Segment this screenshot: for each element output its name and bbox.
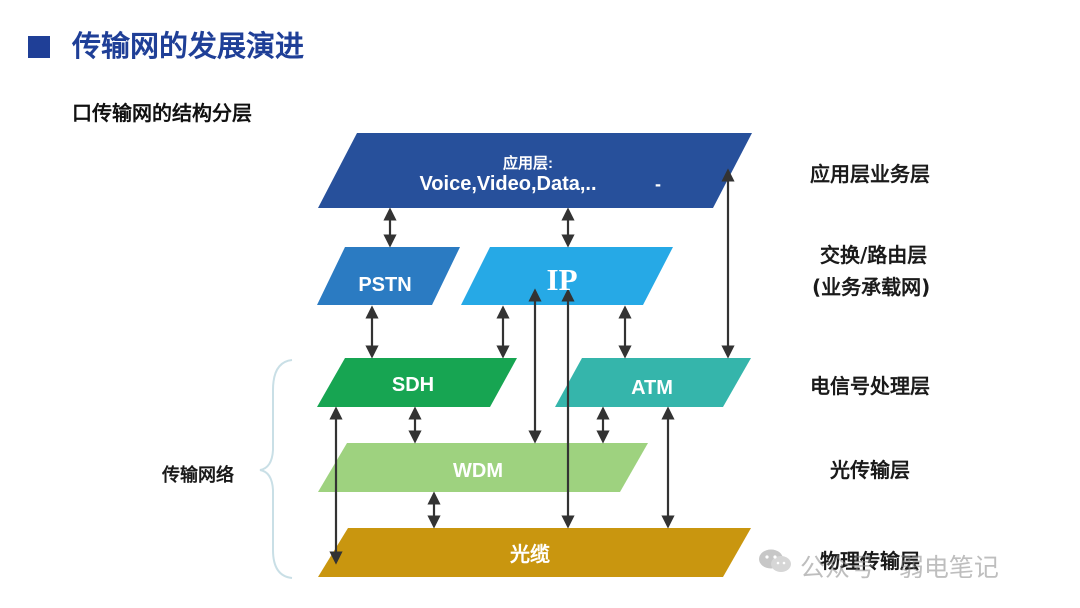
wechat-icon — [759, 549, 791, 572]
sdh-label: SDH — [392, 374, 434, 396]
title-square-icon — [28, 36, 50, 58]
transport-network-label: 传输网络 — [162, 465, 234, 486]
cable-label: 光缆 — [509, 542, 550, 566]
application-layer-mark: - — [655, 174, 661, 194]
pstn-label: PSTN — [358, 274, 411, 296]
layer-label-switching: 交换/路由层 — [820, 243, 928, 267]
application-layer-box — [318, 133, 752, 208]
transport-network-bracket — [259, 359, 293, 579]
pstn-box — [317, 247, 460, 305]
ip-label: IP — [547, 262, 578, 297]
layer-label-signal: 电信号处理层 — [810, 374, 930, 398]
application-layer-services: Voice,Video,Data,.. — [419, 173, 596, 195]
page-title: 传输网的发展演进 — [72, 29, 305, 63]
layer-label-optical: 光传输层 — [830, 458, 910, 482]
cable-box — [318, 528, 751, 577]
layer-label-switching-sub: (业务承载网) — [812, 275, 931, 299]
layer-label-application: 应用层业务层 — [810, 162, 930, 186]
watermark-text: 公众号 · 弱电笔记 — [800, 553, 999, 582]
sdh-box — [317, 358, 517, 407]
ip-box — [461, 247, 673, 305]
atm-box — [555, 358, 751, 407]
layer-label-physical: 物理传输层 — [820, 549, 920, 573]
section-subtitle: 口传输网的结构分层 — [72, 101, 252, 125]
atm-label: ATM — [631, 377, 673, 399]
wdm-label: WDM — [453, 460, 503, 482]
application-layer-title: 应用层: — [503, 154, 553, 172]
